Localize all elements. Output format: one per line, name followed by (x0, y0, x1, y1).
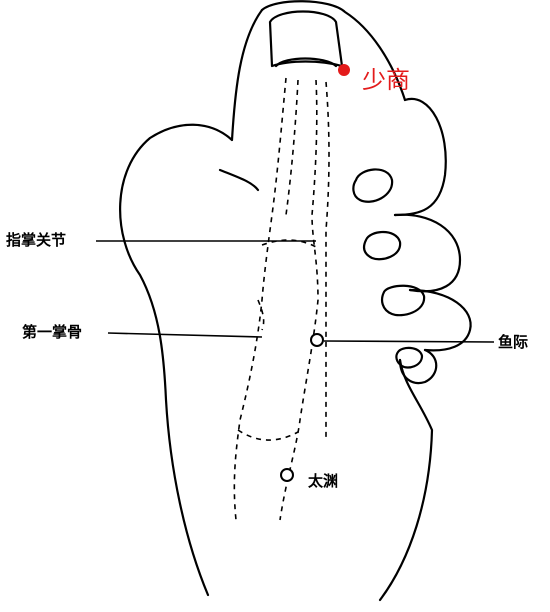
wrist-outline (378, 358, 434, 602)
label-metacarpal: 第一掌骨 (22, 323, 83, 341)
thumbnail-outline (268, 10, 344, 68)
leader-line-yuji (323, 340, 495, 343)
phalanx-dashed-inner-left (285, 79, 299, 216)
phalanx-dashed-right (279, 79, 319, 521)
label-shaoshang: 少商 (362, 66, 410, 94)
leader-line-metacarpal (107, 332, 263, 338)
palm-crease (218, 168, 260, 192)
hand-outline (119, 8, 264, 597)
yuji-point-marker (310, 333, 324, 347)
metacarpal-base-dashed (237, 429, 299, 441)
phalanx-dashed-left (233, 77, 287, 521)
index-finger-outline (393, 97, 447, 217)
middle-nail (362, 230, 402, 261)
phalanx-dashed-inner-right (325, 81, 330, 440)
little-nail (395, 346, 424, 369)
metacarpal-mid-dashed (257, 299, 265, 331)
middle-finger-outline (393, 213, 462, 293)
label-joint: 指掌关节 (6, 231, 67, 249)
shaoshang-point-marker (338, 64, 350, 76)
ring-finger-outline (408, 288, 472, 352)
ring-nail (381, 284, 426, 317)
taiyuan-point-marker (280, 468, 294, 482)
label-yuji: 鱼际 (498, 333, 529, 351)
label-taiyuan: 太渊 (308, 472, 339, 490)
little-finger-outline (398, 348, 438, 385)
index-nail (352, 168, 394, 203)
thumb-outline (260, 0, 407, 102)
joint-dashed-arc (261, 239, 319, 249)
thumbnail-inner (274, 57, 338, 68)
